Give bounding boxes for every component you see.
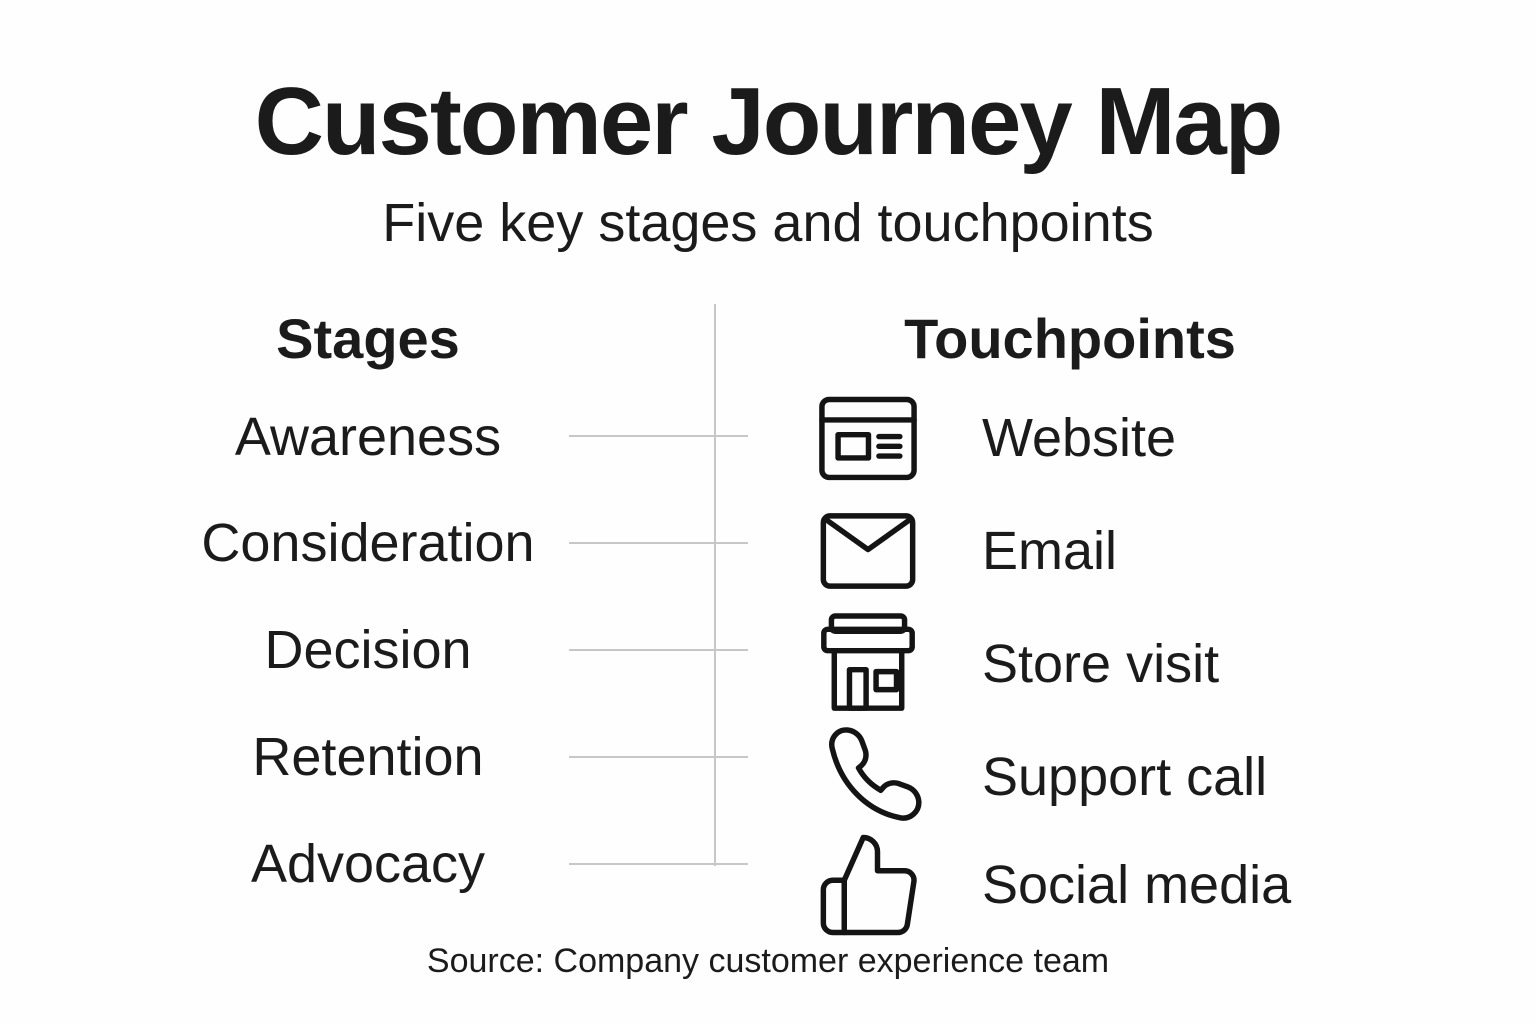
touchpoint-row-store: Store visit — [810, 606, 1430, 722]
connector-line-advocacy — [569, 863, 748, 865]
connector-line-consideration — [569, 542, 748, 544]
touchpoint-label: Store visit — [982, 634, 1220, 694]
stage-advocacy: Advocacy — [250, 834, 486, 894]
touchpoint-row-social-media: Social media — [810, 827, 1430, 943]
store-icon — [810, 606, 926, 722]
touchpoint-row-support-call: Support call — [810, 719, 1430, 835]
touchpoints-column-header: Touchpoints — [904, 307, 1236, 370]
page-title: Customer Journey Map — [254, 68, 1284, 175]
browser-icon — [810, 380, 926, 496]
touchpoint-label: Social media — [982, 855, 1292, 915]
stages-column-header: Stages — [276, 307, 460, 370]
connector-line-awareness — [569, 435, 748, 437]
divider-line — [714, 304, 716, 866]
touchpoint-row-email: Email — [810, 493, 1430, 609]
touchpoint-row-website: Website — [810, 380, 1430, 496]
email-icon — [810, 493, 926, 609]
touchpoint-label: Support call — [982, 747, 1268, 807]
touchpoint-label: Email — [982, 521, 1118, 581]
source-caption: Source: Company customer experience team — [426, 942, 1110, 980]
connector-line-decision — [569, 649, 748, 651]
connector-line-retention — [569, 756, 748, 758]
stage-retention: Retention — [252, 727, 484, 787]
stage-awareness: Awareness — [234, 407, 502, 467]
page-subtitle: Five key stages and touchpoints — [382, 193, 1154, 253]
touchpoint-label: Website — [982, 408, 1177, 468]
stage-consideration: Consideration — [201, 513, 535, 573]
thumbs-up-icon — [810, 827, 926, 943]
stage-decision: Decision — [264, 620, 472, 680]
phone-icon — [810, 719, 926, 835]
